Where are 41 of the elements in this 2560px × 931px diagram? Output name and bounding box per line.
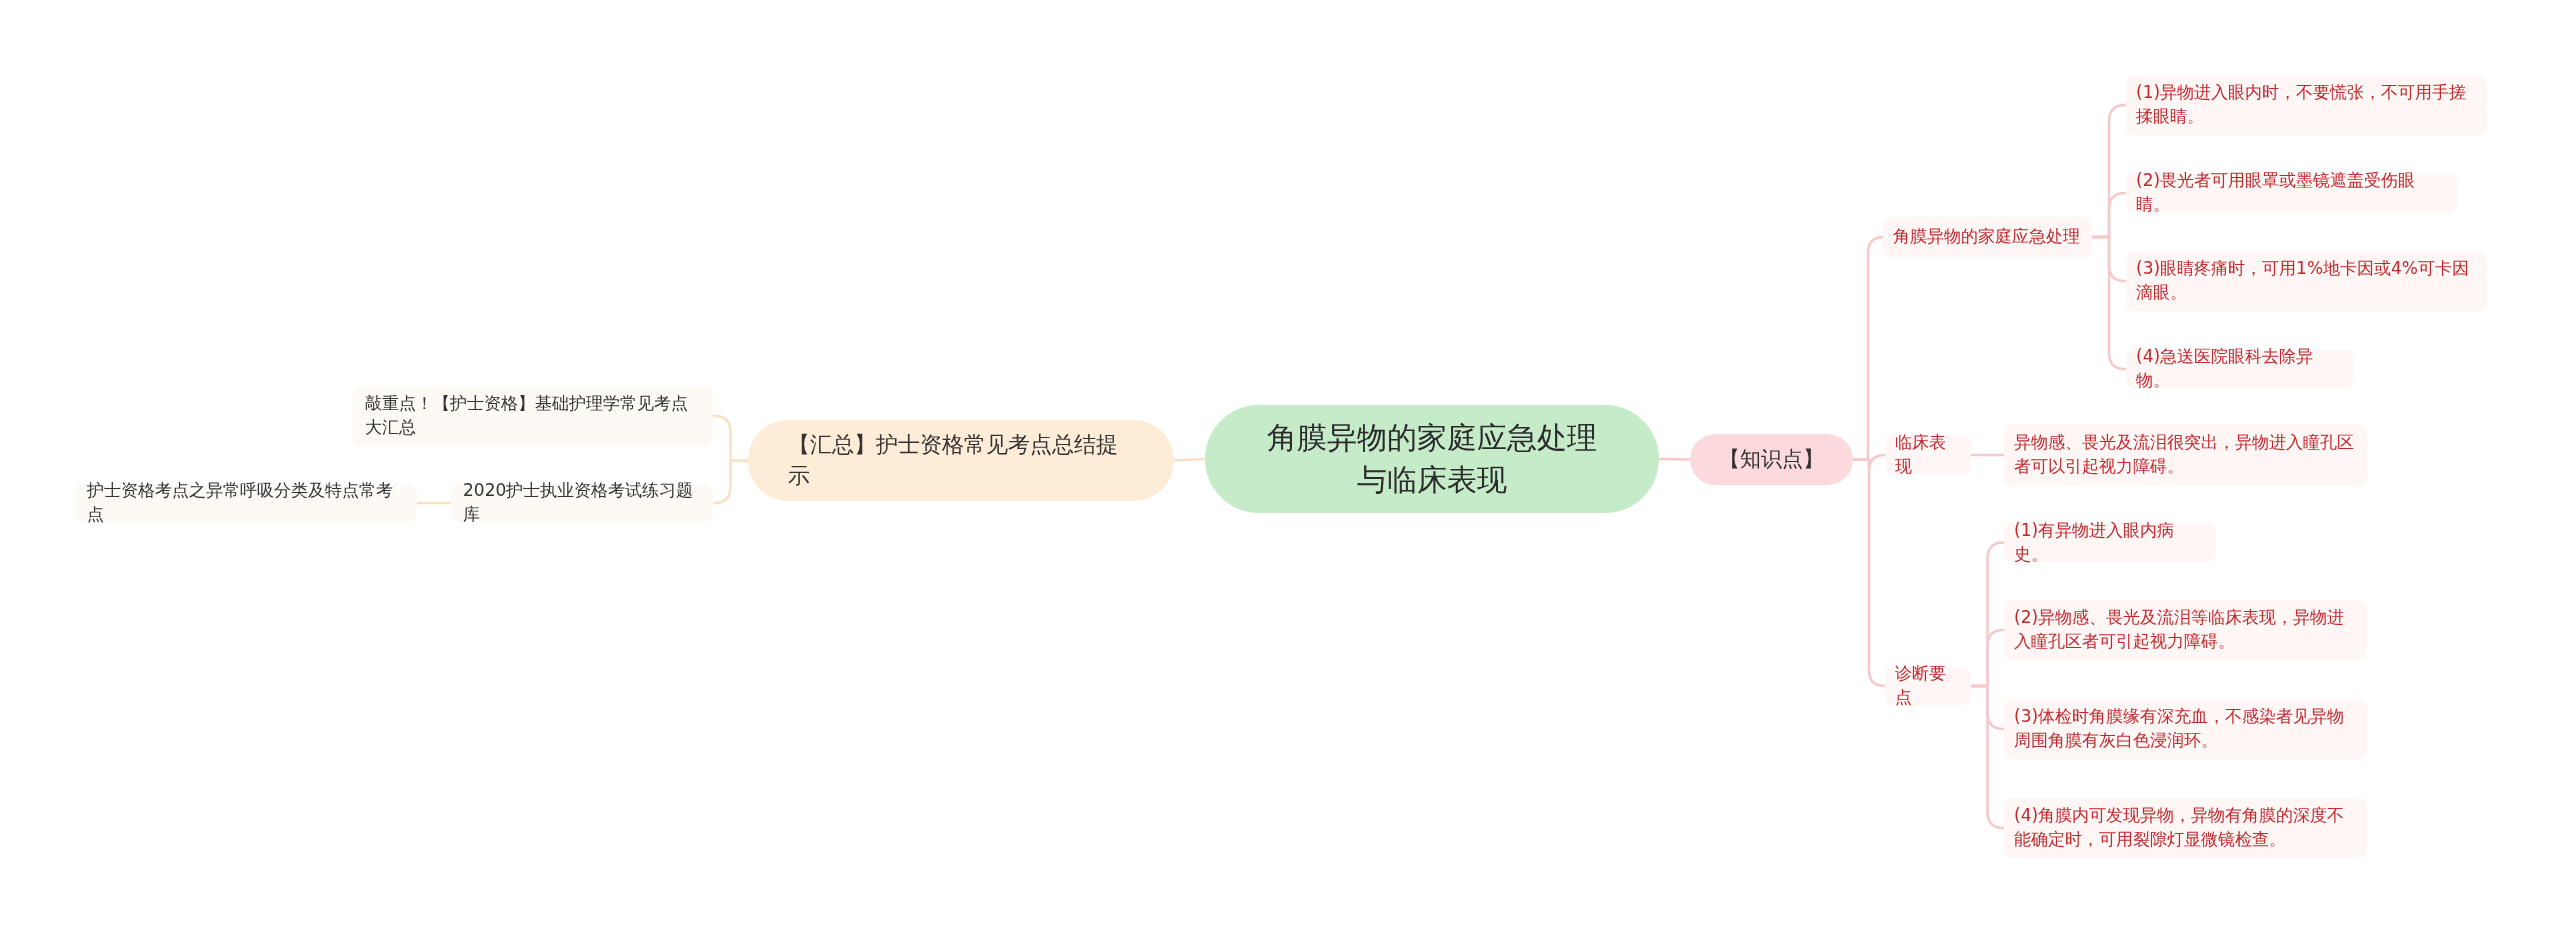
topic-text: 【汇总】护士资格常见考点总结提示 bbox=[788, 430, 1119, 490]
note-box bbox=[2004, 699, 2367, 759]
note-box bbox=[353, 386, 713, 446]
note-text: (2)异物感、畏光及流泪等临床表现，异物进入瞳孔区者可引起视力障碍。 bbox=[2014, 606, 2346, 653]
note-text: 异物感、畏光及流泪很突出，异物进入瞳孔区者可以引起视力障碍。 bbox=[2014, 431, 2355, 478]
note-text: (3)体检时角膜缘有深充血，不感染者见异物周围角膜有灰白色浸润环。 bbox=[2014, 705, 2346, 752]
note-text: (1)异物进入眼内时，不要慌张，不可用手搓揉眼睛。 bbox=[2136, 81, 2468, 128]
subtopic-box bbox=[1885, 435, 1971, 475]
note-text: (2)畏光者可用眼罩或墨镜遮盖受伤眼睛。 bbox=[2136, 169, 2417, 216]
connector-line bbox=[1853, 458, 1887, 688]
note-text: (4)角膜内可发现异物，异物有角膜的深度不能确定时，可用裂隙灯显微镜检查。 bbox=[2014, 804, 2346, 851]
note-text: (1)有异物进入眼内病史。 bbox=[2014, 518, 2176, 566]
note-box bbox=[451, 484, 713, 522]
connector-line bbox=[712, 459, 748, 505]
connector-line bbox=[1658, 457, 1691, 461]
note-box bbox=[2004, 798, 2367, 858]
note-box bbox=[2126, 75, 2487, 135]
subtopic-text: 诊断要点 bbox=[1895, 662, 1947, 709]
subtopic-box bbox=[1883, 217, 2092, 257]
note-text: 护士资格考点之异常呼吸分类及特点常考点 bbox=[87, 479, 394, 526]
note-text: 敲重点！【护士资格】基础护理学常见考点大汇总 bbox=[365, 392, 689, 439]
note-box bbox=[2126, 173, 2458, 213]
note-box bbox=[2004, 600, 2367, 660]
note-text: (4)急送医院眼科去除异物。 bbox=[2136, 345, 2315, 392]
connector-line bbox=[2092, 235, 2127, 371]
subtopic-text: 角膜异物的家庭应急处理 bbox=[1893, 225, 2080, 249]
note-box bbox=[2126, 350, 2354, 388]
connector-line bbox=[1173, 457, 1206, 462]
subtopic-text: 临床表现 bbox=[1895, 431, 1947, 478]
topic-box bbox=[1690, 434, 1853, 485]
subtopic-box bbox=[1885, 667, 1971, 705]
note-box bbox=[2004, 523, 2216, 562]
note-text: (3)眼睛疼痛时，可用1%地卡因或4%可卡因滴眼。 bbox=[2136, 257, 2471, 304]
connector-line bbox=[1971, 453, 2004, 457]
note-text: 2020护士执业资格考试练习题库 bbox=[463, 479, 695, 526]
connector-line bbox=[1971, 684, 2005, 830]
central-topic-text: 角膜异物的家庭应急处理与临床表现 bbox=[1266, 419, 1598, 499]
note-box bbox=[2126, 251, 2487, 311]
connector-line bbox=[417, 501, 451, 505]
topic-text: 【知识点】 bbox=[1719, 445, 1824, 473]
note-box bbox=[2004, 424, 2367, 486]
